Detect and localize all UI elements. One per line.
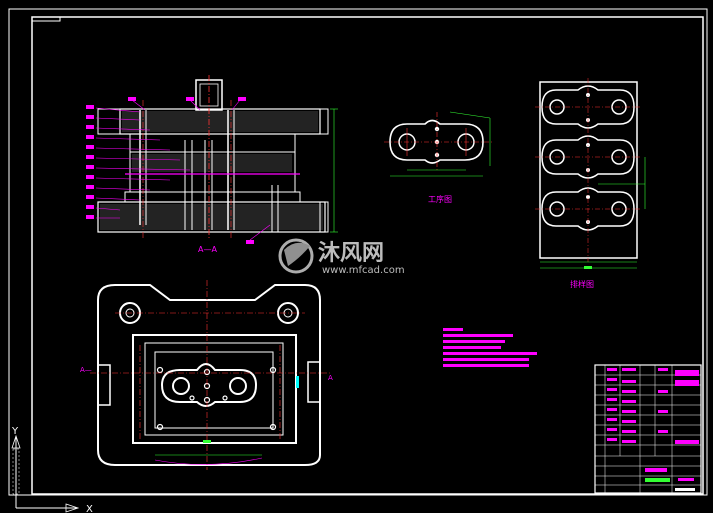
strip-layout-view: 排样图 <box>535 78 646 289</box>
process-part-label: 工序图 <box>428 194 452 204</box>
technical-notes <box>443 328 537 367</box>
ucs-axis-icon: Y X <box>11 426 93 513</box>
plan-view: A— A <box>80 280 333 470</box>
watermark-url: www.mfcad.com <box>322 265 405 276</box>
watermark: 沐风网 www.mfcad.com <box>278 238 405 276</box>
watermark-brand: 沐风网 <box>318 241 384 266</box>
strip-layout-label: 排样图 <box>570 279 594 289</box>
outer-frame <box>8 8 708 496</box>
cut-marker-left: A— <box>80 366 92 374</box>
section-view: A—A <box>86 75 338 254</box>
process-part-view: 工序图 <box>384 111 492 204</box>
ucs-x-label: X <box>86 504 93 513</box>
watermark-logo-icon <box>278 238 314 274</box>
ucs-y-label: Y <box>11 426 19 437</box>
cut-marker-right: A <box>328 374 333 382</box>
inner-frame <box>31 16 704 495</box>
section-view-label: A—A <box>198 245 217 254</box>
frame-tab <box>31 16 61 22</box>
title-block <box>594 364 702 494</box>
